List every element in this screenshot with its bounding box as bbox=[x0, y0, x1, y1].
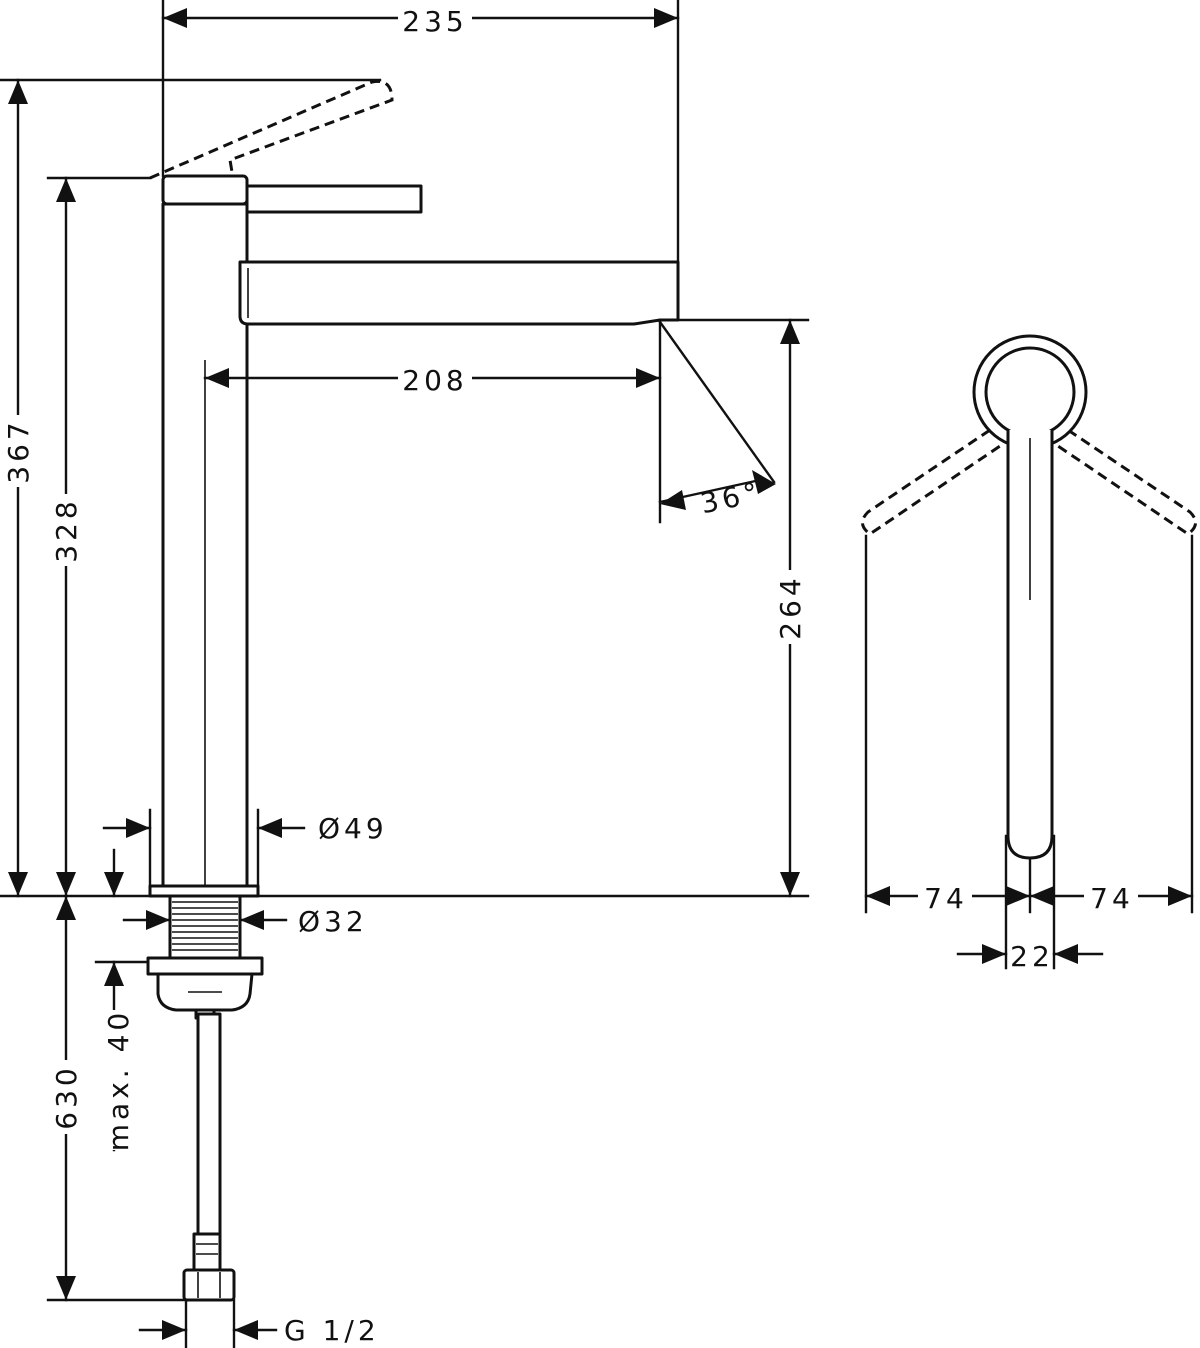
lever-raised-dashed bbox=[149, 79, 394, 180]
dim-lever-width: 22 bbox=[1010, 940, 1054, 973]
lever-left-dashed bbox=[861, 428, 1001, 536]
hose-connector bbox=[182, 1268, 236, 1302]
supply-hose bbox=[182, 1012, 236, 1302]
dim-lever-right: 74 bbox=[1090, 882, 1134, 915]
lever-handle bbox=[245, 184, 423, 214]
dim-spout-height: 264 bbox=[774, 574, 807, 639]
fixing-nut bbox=[146, 956, 264, 976]
dim-height-total: 367 bbox=[2, 418, 35, 483]
dim-width-top: 235 bbox=[402, 5, 467, 38]
dim-spout-reach: 208 bbox=[402, 364, 467, 397]
dim-max-deck: max. 40 bbox=[102, 1009, 135, 1151]
spout bbox=[238, 260, 680, 326]
side-view bbox=[146, 79, 680, 1302]
dim-body-diameter: Ø49 bbox=[318, 812, 388, 845]
dim-lever-left: 74 bbox=[924, 882, 968, 915]
threaded-shank bbox=[168, 894, 242, 960]
lever-right-dashed bbox=[1057, 428, 1197, 536]
dim-height-body: 328 bbox=[50, 497, 83, 562]
dim-connection: G 1/2 bbox=[284, 1314, 380, 1347]
body-cap bbox=[161, 174, 249, 206]
front-dimensions: 74 74 22 bbox=[864, 880, 1194, 973]
dim-spout-angle: 36° bbox=[697, 475, 764, 520]
front-view bbox=[861, 334, 1197, 970]
dim-shank-diameter: Ø32 bbox=[298, 905, 368, 938]
dim-hose-length: 630 bbox=[50, 1064, 83, 1129]
